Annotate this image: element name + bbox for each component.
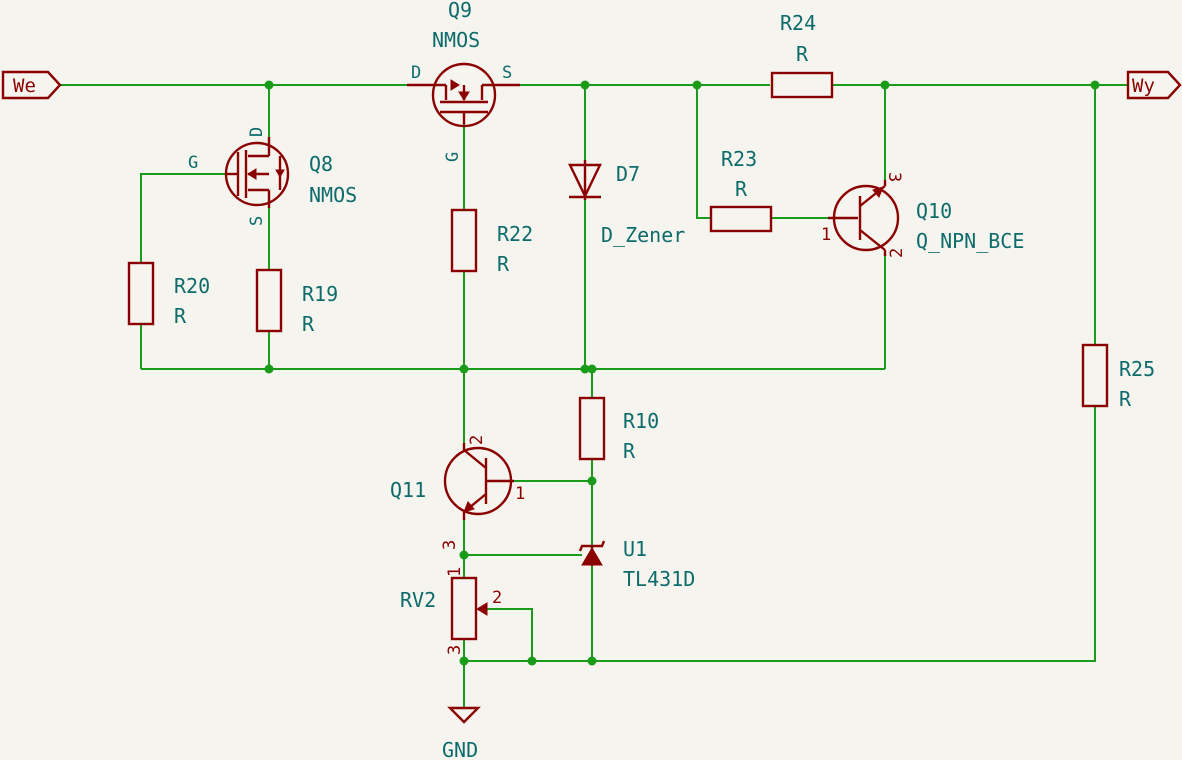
r20-resistor[interactable]: R20 R [127,261,210,328]
q8-pin-d: D [247,127,267,137]
q8-nmos[interactable]: Q8 NMOS G D S [188,127,357,226]
r23-resistor[interactable]: R23 R [709,147,773,233]
q10-pin2: 2 [887,248,907,258]
r23-ref: R23 [721,147,757,171]
q11-pin1: 1 [515,484,525,504]
q10-ref: Q10 [916,199,952,223]
q9-value: NMOS [432,28,480,52]
r24-ref: R24 [780,11,816,35]
r25-resistor[interactable]: R25 R [1081,343,1155,411]
u1-ref: U1 [623,537,647,561]
gnd-label: GND [442,738,478,760]
r19-value: R [302,312,315,336]
port-wy-label: Wy [1132,75,1155,97]
r25-value: R [1119,387,1132,411]
q10-pin3: 3 [884,172,904,182]
wires [60,84,1128,708]
r24-value: R [796,42,809,66]
r22-ref: R22 [497,222,533,246]
q9-ref: Q9 [448,0,472,22]
r23-value: R [735,177,748,201]
rv2-pin1: 1 [445,567,465,577]
u1-value: TL431D [623,567,695,591]
r10-ref: R10 [623,409,659,433]
q8-value: NMOS [309,183,357,207]
q10-pin1: 1 [821,225,831,245]
r20-ref: R20 [174,274,210,298]
q11-ref: Q11 [390,478,426,502]
q8-pin-g: G [188,153,198,173]
q9-pin-d: D [411,63,421,83]
r22-resistor[interactable]: R22 R [450,208,533,276]
r10-resistor[interactable]: R10 R [578,396,659,463]
r19-resistor[interactable]: R19 R [255,268,338,336]
u1-tl431[interactable]: U1 TL431D [578,537,695,591]
q11-pin3: 3 [440,540,460,550]
r19-ref: R19 [302,282,338,306]
rv2-pin3: 3 [445,645,465,655]
d7-zener-diode[interactable]: D7 D_Zener [568,160,685,247]
q11-pin2: 2 [467,435,487,445]
r24-resistor[interactable]: R24 R [770,11,834,99]
rv2-pin2: 2 [492,588,502,608]
q9-nmos[interactable]: Q9 NMOS D S G [407,0,520,162]
junctions [264,80,1100,666]
rv2-ref: RV2 [400,588,436,612]
q11-npn[interactable]: Q11 1 2 3 [390,435,525,550]
r25-ref: R25 [1119,357,1155,381]
r22-value: R [497,252,510,276]
q8-ref: Q8 [309,152,333,176]
port-wy[interactable]: Wy [1126,70,1182,100]
q9-pin-g: G [443,152,463,162]
r20-value: R [174,304,187,328]
q9-pin-s: S [502,63,512,83]
r10-value: R [623,439,636,463]
port-we[interactable]: We [1,70,62,100]
port-we-label: We [13,75,36,97]
q10-npn[interactable]: Q10 Q_NPN_BCE 1 3 2 [821,172,1024,258]
d7-value: D_Zener [601,223,685,247]
q10-value: Q_NPN_BCE [916,229,1024,253]
q8-pin-s: S [247,216,267,226]
rv2-potentiometer[interactable]: RV2 2 1 3 [400,567,502,655]
gnd-symbol: GND [442,706,481,760]
d7-ref: D7 [616,162,640,186]
